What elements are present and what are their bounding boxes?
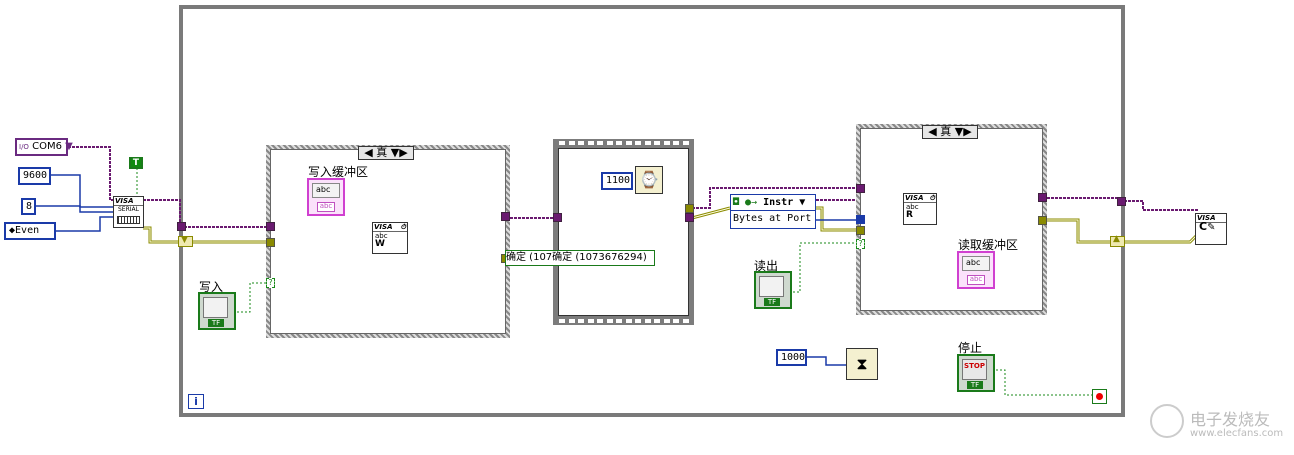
property-node-icon: ◘ ●→ <box>733 197 758 208</box>
stop-label: 停止 <box>958 341 983 355</box>
film-hole <box>682 319 689 323</box>
case-selector-terminal: ? <box>266 278 275 288</box>
clock-icon: ⏱ <box>929 194 935 202</box>
film-hole <box>597 319 603 323</box>
write-buffer-label: 写入缓冲区 <box>308 165 369 179</box>
visa-close-icon[interactable]: VISA C✎ <box>1195 213 1227 245</box>
visa-resource-constant[interactable]: I/O COM6 ▼ <box>15 138 73 156</box>
write-label: 写入 <box>199 280 224 294</box>
case2-tunnel-resource-in <box>856 184 865 193</box>
boolean-wires <box>136 168 1095 396</box>
enum-arrows-icon: ◆ <box>9 225 16 236</box>
film-hole <box>654 319 660 323</box>
stop-terminal-icon <box>1096 393 1103 400</box>
stop-button-control[interactable]: STOP TF <box>957 354 995 392</box>
baud-rate-constant[interactable]: 9600 <box>18 167 51 185</box>
case-selector-write[interactable]: ◀ 真 ▼▶ <box>358 146 414 160</box>
film-hole <box>587 319 594 323</box>
read-toggle-control[interactable]: TF <box>754 271 792 309</box>
visa-property-node[interactable]: ◘ ●→ Instr ▼ Bytes at Port <box>730 194 816 229</box>
case2-selector-terminal: ? <box>856 239 865 249</box>
shift-register-right: ▲ <box>1110 234 1125 247</box>
film-hole <box>568 319 575 323</box>
film-hole <box>616 319 622 323</box>
read-label: 读出 <box>754 259 779 273</box>
write-buffer-control[interactable]: abc abc <box>307 178 345 216</box>
film-hole <box>606 319 613 323</box>
down-arrow-icon: ▼ <box>181 235 188 245</box>
read-buffer-indicator: abc abc <box>957 251 995 289</box>
film-hole <box>559 319 565 323</box>
film-hole <box>635 319 641 323</box>
watermark: 电子发烧友 www.elecfans.com <box>1150 400 1290 452</box>
close-document-icon: ✎ <box>1207 222 1216 233</box>
film-hole <box>616 141 622 145</box>
case2-tunnel-resource-out <box>1038 193 1047 202</box>
film-hole <box>673 141 679 145</box>
film-hole <box>578 141 584 145</box>
case-tunnel-error-in <box>266 238 275 247</box>
film-hole <box>587 141 594 145</box>
dropdown-arrow-icon: ▼ <box>799 197 806 208</box>
metronome-icon[interactable]: ⧗ <box>846 348 878 380</box>
seq-tunnel-error-out <box>685 204 694 213</box>
error-cluster-constant[interactable]: 确定 (107确定 (1073676294) <box>505 250 655 266</box>
film-hole <box>625 319 632 323</box>
case-tunnel-resource-in <box>266 222 275 231</box>
film-hole <box>625 141 632 145</box>
clock-icon: ⏱ <box>400 223 406 231</box>
case2-tunnel-error-in <box>856 226 865 235</box>
film-hole <box>568 141 575 145</box>
visa-configure-serial-icon[interactable]: VISA SERIAL <box>113 196 144 228</box>
up-arrow-icon: ▲ <box>1113 234 1120 244</box>
wait-ms-icon[interactable]: ⌚ <box>635 166 663 194</box>
case-tunnel-resource-out <box>501 212 510 221</box>
data-bits-constant[interactable]: 8 <box>21 198 36 215</box>
visa-write-icon[interactable]: VISA⏱ abc W <box>372 222 408 254</box>
film-hole <box>654 141 660 145</box>
watermark-logo <box>1150 404 1184 438</box>
film-hole <box>597 141 603 145</box>
flat-sequence-frame <box>553 139 694 325</box>
loop-condition-terminal <box>1092 389 1107 404</box>
film-hole <box>578 319 584 323</box>
dropdown-arrow-icon: ▼ <box>65 141 73 152</box>
seq-tunnel-resource-in <box>553 213 562 222</box>
film-hole <box>673 319 679 323</box>
delay-constant[interactable]: 1100 <box>601 172 633 190</box>
film-hole <box>606 141 613 145</box>
film-hole <box>644 141 651 145</box>
film-hole <box>663 319 670 323</box>
seq-tunnel-resource-out <box>685 213 694 222</box>
case2-tunnel-error-out <box>1038 216 1047 225</box>
wait-constant[interactable]: 1000 <box>776 349 807 366</box>
film-hole <box>559 141 565 145</box>
toggle-switch-icon <box>203 297 228 318</box>
film-hole <box>644 319 651 323</box>
case-selector-read[interactable]: ◀ 真 ▼▶ <box>922 125 978 139</box>
loop-tunnel-left-resource <box>177 222 186 231</box>
read-buffer-label: 读取缓冲区 <box>958 238 1019 252</box>
film-hole <box>663 141 670 145</box>
write-toggle-control[interactable]: TF <box>198 292 236 330</box>
shift-register-left: ▼ <box>178 235 193 247</box>
film-hole <box>635 141 641 145</box>
parity-constant[interactable]: ◆Even <box>4 222 56 240</box>
visa-read-icon[interactable]: VISA⏱ abc R <box>903 193 937 225</box>
iteration-terminal: i <box>188 394 204 409</box>
loop-tunnel-right-resource <box>1117 197 1126 206</box>
case-structure-read <box>856 124 1047 315</box>
enable-termination-constant[interactable]: T <box>129 157 143 169</box>
toggle-switch-icon <box>759 276 784 297</box>
film-hole <box>682 141 689 145</box>
case2-tunnel-count-in <box>856 215 865 224</box>
